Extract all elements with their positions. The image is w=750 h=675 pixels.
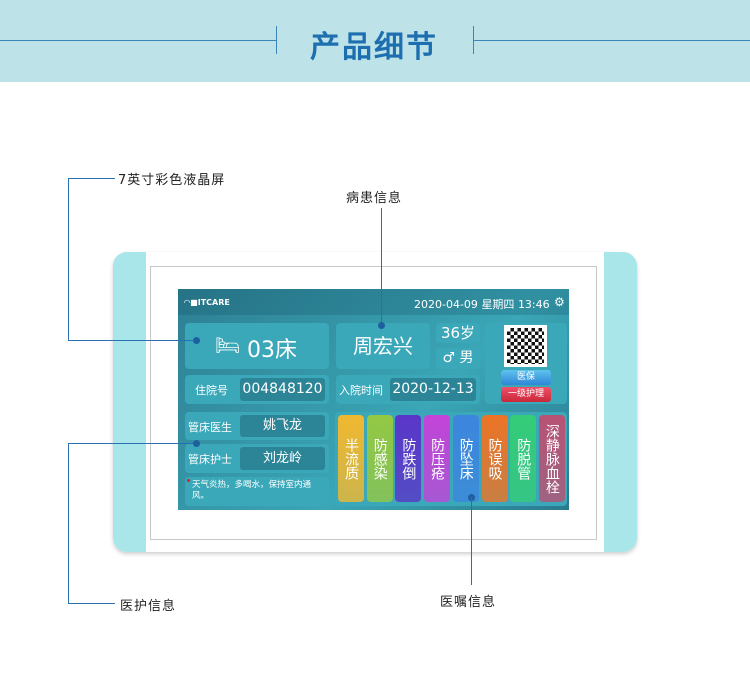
order-tag: 半流质 bbox=[338, 415, 364, 502]
gear-icon[interactable]: ⚙ bbox=[554, 295, 565, 309]
doctor-name: 姚飞龙 bbox=[240, 415, 325, 437]
qr-panel: 医保 一级护理 bbox=[485, 323, 567, 404]
device-left-cap bbox=[113, 252, 146, 552]
nurse-label: 管床护士 bbox=[188, 453, 232, 466]
doctor-row: 管床医生 姚飞龙 bbox=[185, 412, 329, 440]
leader-dot bbox=[378, 322, 385, 329]
order-tag: 防感染 bbox=[366, 415, 393, 502]
leader-line bbox=[68, 443, 69, 603]
leader-line bbox=[68, 603, 115, 604]
divider bbox=[0, 40, 276, 41]
nurse-row: 管床护士 刘龙岭 bbox=[185, 444, 329, 473]
device-right-cap bbox=[604, 252, 637, 552]
leader-line bbox=[68, 178, 115, 179]
annotation-care: 医护信息 bbox=[120, 599, 177, 614]
leader-line bbox=[68, 178, 69, 340]
admission-no-label: 住院号 bbox=[195, 384, 228, 397]
order-tag: 防脱管 bbox=[510, 415, 537, 502]
leader-line bbox=[68, 443, 196, 444]
order-tag: 防跌倒 bbox=[395, 415, 422, 502]
qr-code bbox=[504, 325, 547, 367]
page-title: 产品细节 bbox=[310, 30, 438, 65]
notice-panel: 天气炎热，多喝水，保持室内通风。 bbox=[185, 477, 329, 506]
admit-date-label: 入院时间 bbox=[339, 384, 383, 397]
annotation-screen: 7英寸彩色液晶屏 bbox=[118, 173, 226, 188]
admit-date-row: 入院时间 2020-12-13 bbox=[336, 375, 480, 404]
order-tag: 防压疮 bbox=[424, 415, 451, 502]
divider bbox=[276, 26, 277, 54]
order-tag: 防坠床 bbox=[452, 415, 479, 502]
leader-line bbox=[68, 340, 196, 341]
datetime: 2020-04-09 星期四 13:46 bbox=[414, 298, 550, 311]
leader-dot bbox=[193, 440, 200, 447]
patient-gender: ♂ 男 bbox=[436, 348, 480, 369]
notice-text: 天气炎热，多喝水，保持室内通风。 bbox=[192, 480, 312, 501]
admission-no-row: 住院号 004848120 bbox=[185, 375, 329, 404]
admission-no-value: 004848120 bbox=[240, 378, 325, 401]
admit-date-value: 2020-12-13 bbox=[390, 378, 476, 401]
annotation-orders: 医嘱信息 bbox=[440, 595, 497, 610]
alert-dot-icon bbox=[187, 479, 190, 482]
logo: ◠■ITCARE bbox=[184, 298, 230, 307]
patient-name: 周宏兴 bbox=[336, 323, 430, 369]
order-tag: 防误吸 bbox=[481, 415, 508, 502]
status-bar bbox=[178, 289, 569, 315]
leader-line bbox=[381, 208, 382, 325]
patient-age: 36岁 bbox=[436, 323, 480, 343]
leader-line bbox=[471, 497, 472, 585]
divider bbox=[473, 26, 474, 54]
bed-number: 03床 bbox=[247, 338, 297, 363]
divider bbox=[474, 40, 750, 41]
order-tag: 深静脉血栓 bbox=[538, 415, 565, 502]
doctor-label: 管床医生 bbox=[188, 421, 232, 434]
bed-panel: 🛏 03床 bbox=[185, 323, 329, 369]
header-band: 产品细节 bbox=[0, 0, 750, 82]
nurse-name: 刘龙岭 bbox=[240, 447, 325, 470]
bed-icon: 🛏 bbox=[215, 333, 241, 357]
insurance-badge: 医保 bbox=[501, 370, 551, 385]
annotation-patient: 病患信息 bbox=[346, 191, 403, 206]
care-level-badge: 一级护理 bbox=[501, 387, 551, 402]
orders-panel: 半流质防感染防跌倒防压疮防坠床防误吸防脱管深静脉血栓 bbox=[335, 412, 567, 506]
device-screen: ◠■ITCARE 2020-04-09 星期四 13:46 ⚙ 🛏 03床 周宏… bbox=[178, 289, 569, 510]
leader-dot bbox=[193, 337, 200, 344]
